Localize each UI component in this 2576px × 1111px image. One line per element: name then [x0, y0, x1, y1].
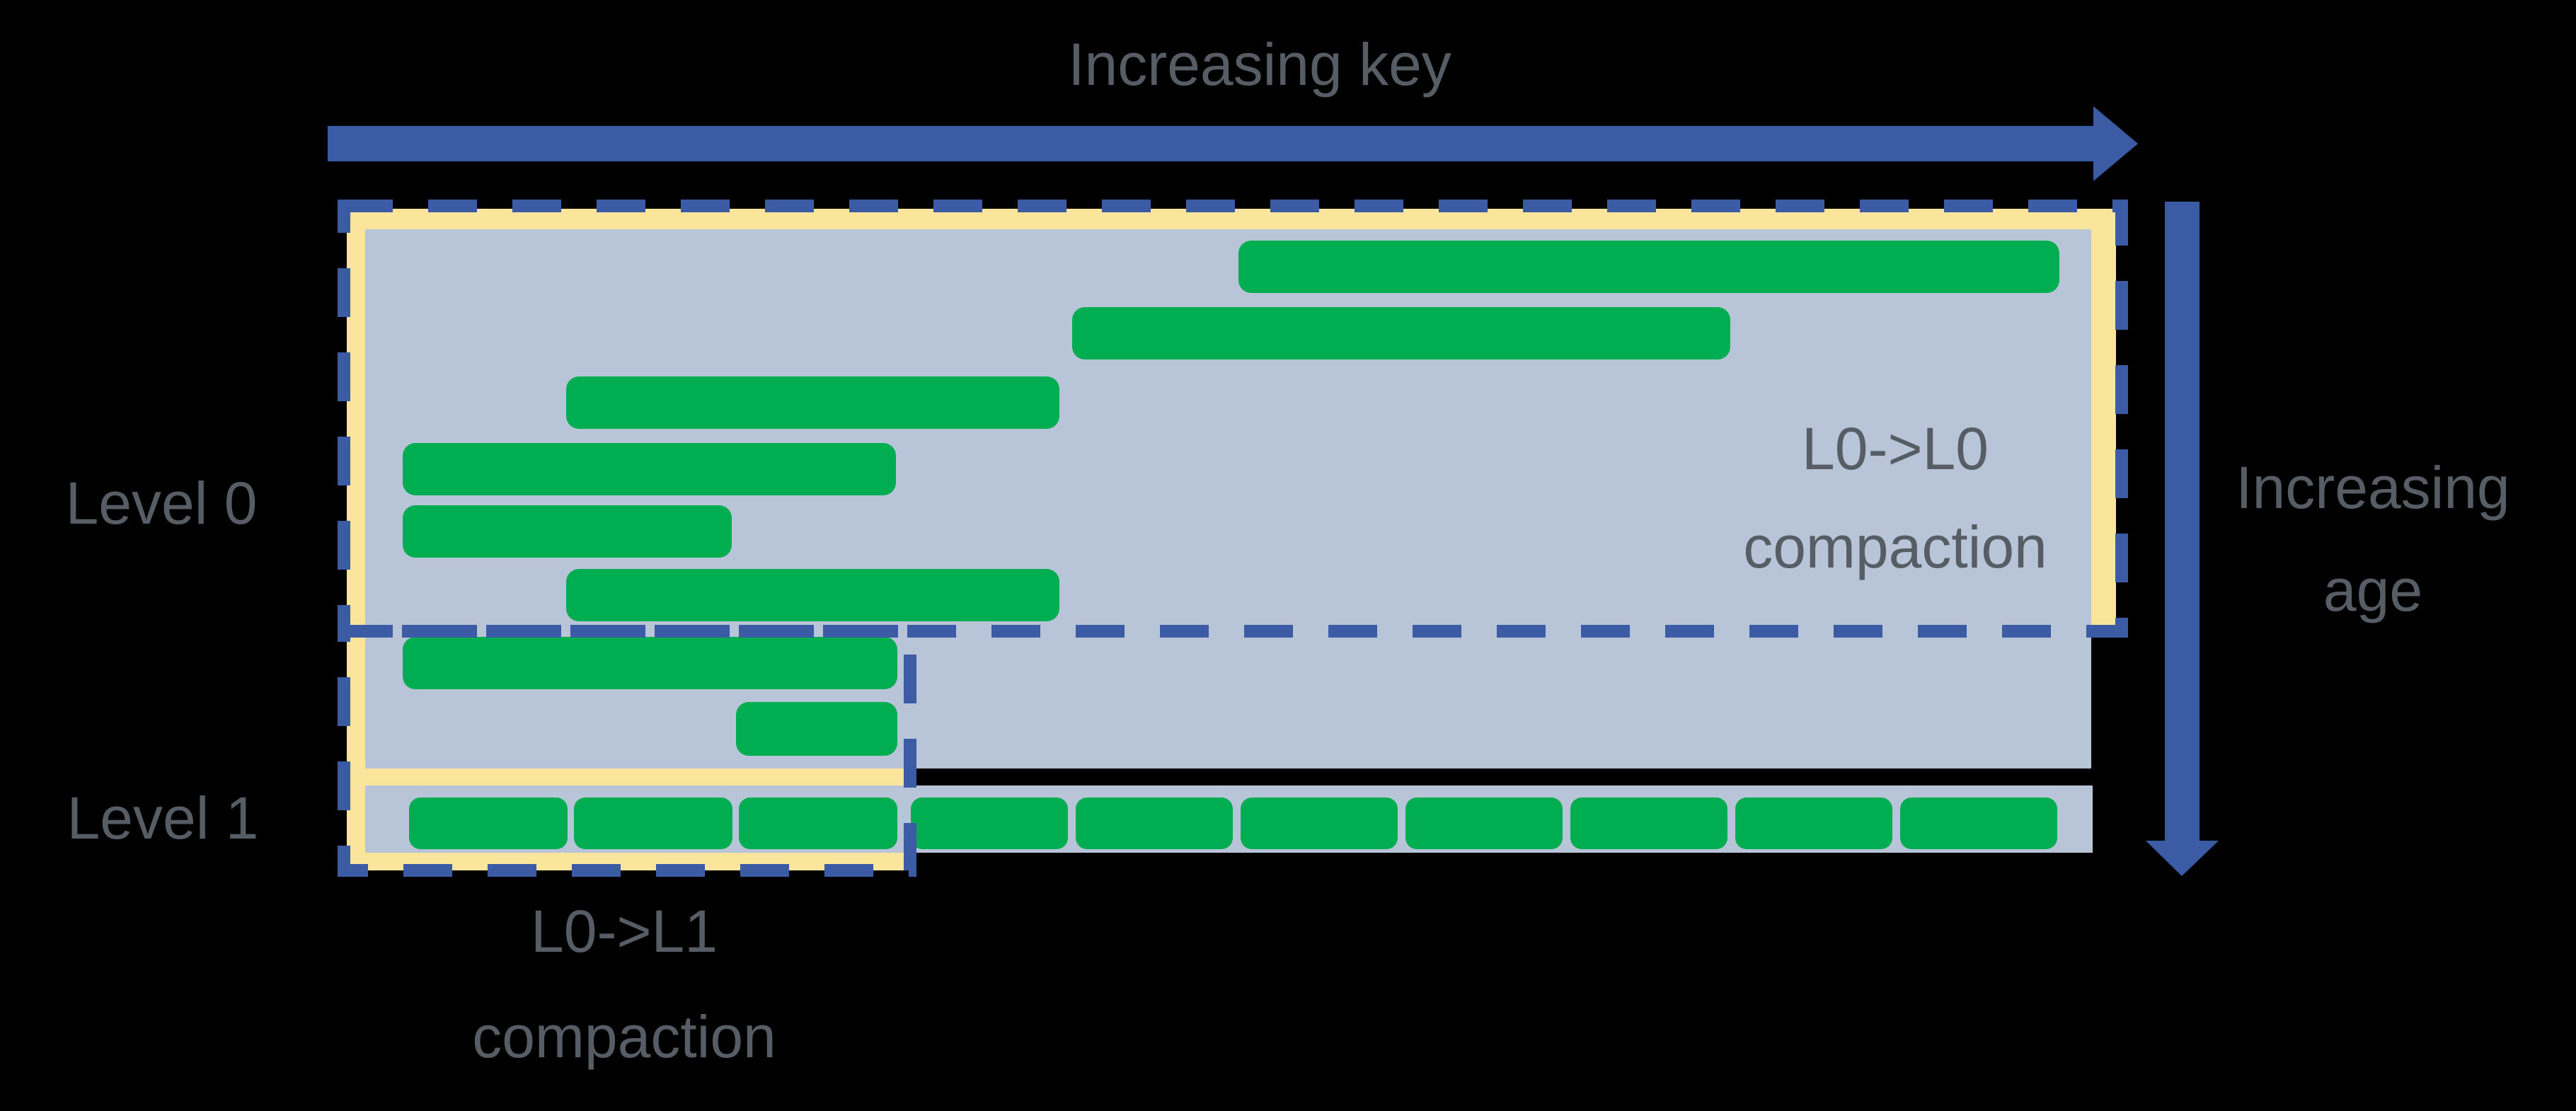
sstable-l1-9	[1735, 798, 1892, 849]
level1-label: Level 1	[67, 785, 259, 851]
l0-l0-compaction-label-line1: L0->L0	[1802, 415, 1989, 482]
sstable-l0-1	[1238, 241, 2059, 293]
l0-l0-compaction-label-line2: compaction	[1743, 514, 2047, 580]
sstable-l0-4	[403, 443, 896, 495]
l0-l1-compaction-label-line1: L0->L1	[531, 898, 718, 965]
increasing-age-arrow-shaft	[2165, 202, 2200, 841]
sstable-l0-2	[1072, 307, 1730, 359]
l0-l1-compaction-dashed-border	[338, 625, 916, 877]
sstable-l1-10	[1900, 798, 2057, 849]
sstable-l1-2	[574, 798, 732, 849]
sstable-l1-3	[739, 798, 897, 849]
level0-label: Level 0	[66, 470, 258, 536]
sstable-l0-7	[403, 637, 897, 689]
diagram-shapes	[338, 200, 2128, 877]
l0-l1-compaction-label-line2: compaction	[472, 1003, 776, 1070]
sstable-l0-5	[403, 505, 732, 558]
sstable-l1-8	[1570, 798, 1727, 849]
increasing-age-label-line2: age	[2323, 557, 2422, 623]
sstable-l1-5	[1076, 798, 1233, 849]
sstable-l1-4	[911, 798, 1068, 849]
increasing-key-label: Increasing key	[1068, 31, 1451, 98]
increasing-age-label-line1: Increasing	[2236, 454, 2510, 521]
sstable-l0-3	[566, 376, 1059, 429]
increasing-key-arrow-head	[2093, 106, 2138, 181]
sstable-l1-7	[1405, 798, 1563, 849]
increasing-age-arrow	[2146, 202, 2219, 876]
increasing-age-arrow-head	[2146, 841, 2219, 876]
sstable-l1-1	[409, 798, 568, 849]
sstable-l0-8	[736, 702, 897, 756]
l0-compaction-dashed-border	[338, 200, 2128, 638]
increasing-key-arrow	[328, 106, 2138, 181]
sstable-l0-6	[566, 569, 1059, 621]
increasing-key-arrow-shaft	[328, 126, 2093, 161]
sstable-l1-6	[1241, 798, 1398, 849]
